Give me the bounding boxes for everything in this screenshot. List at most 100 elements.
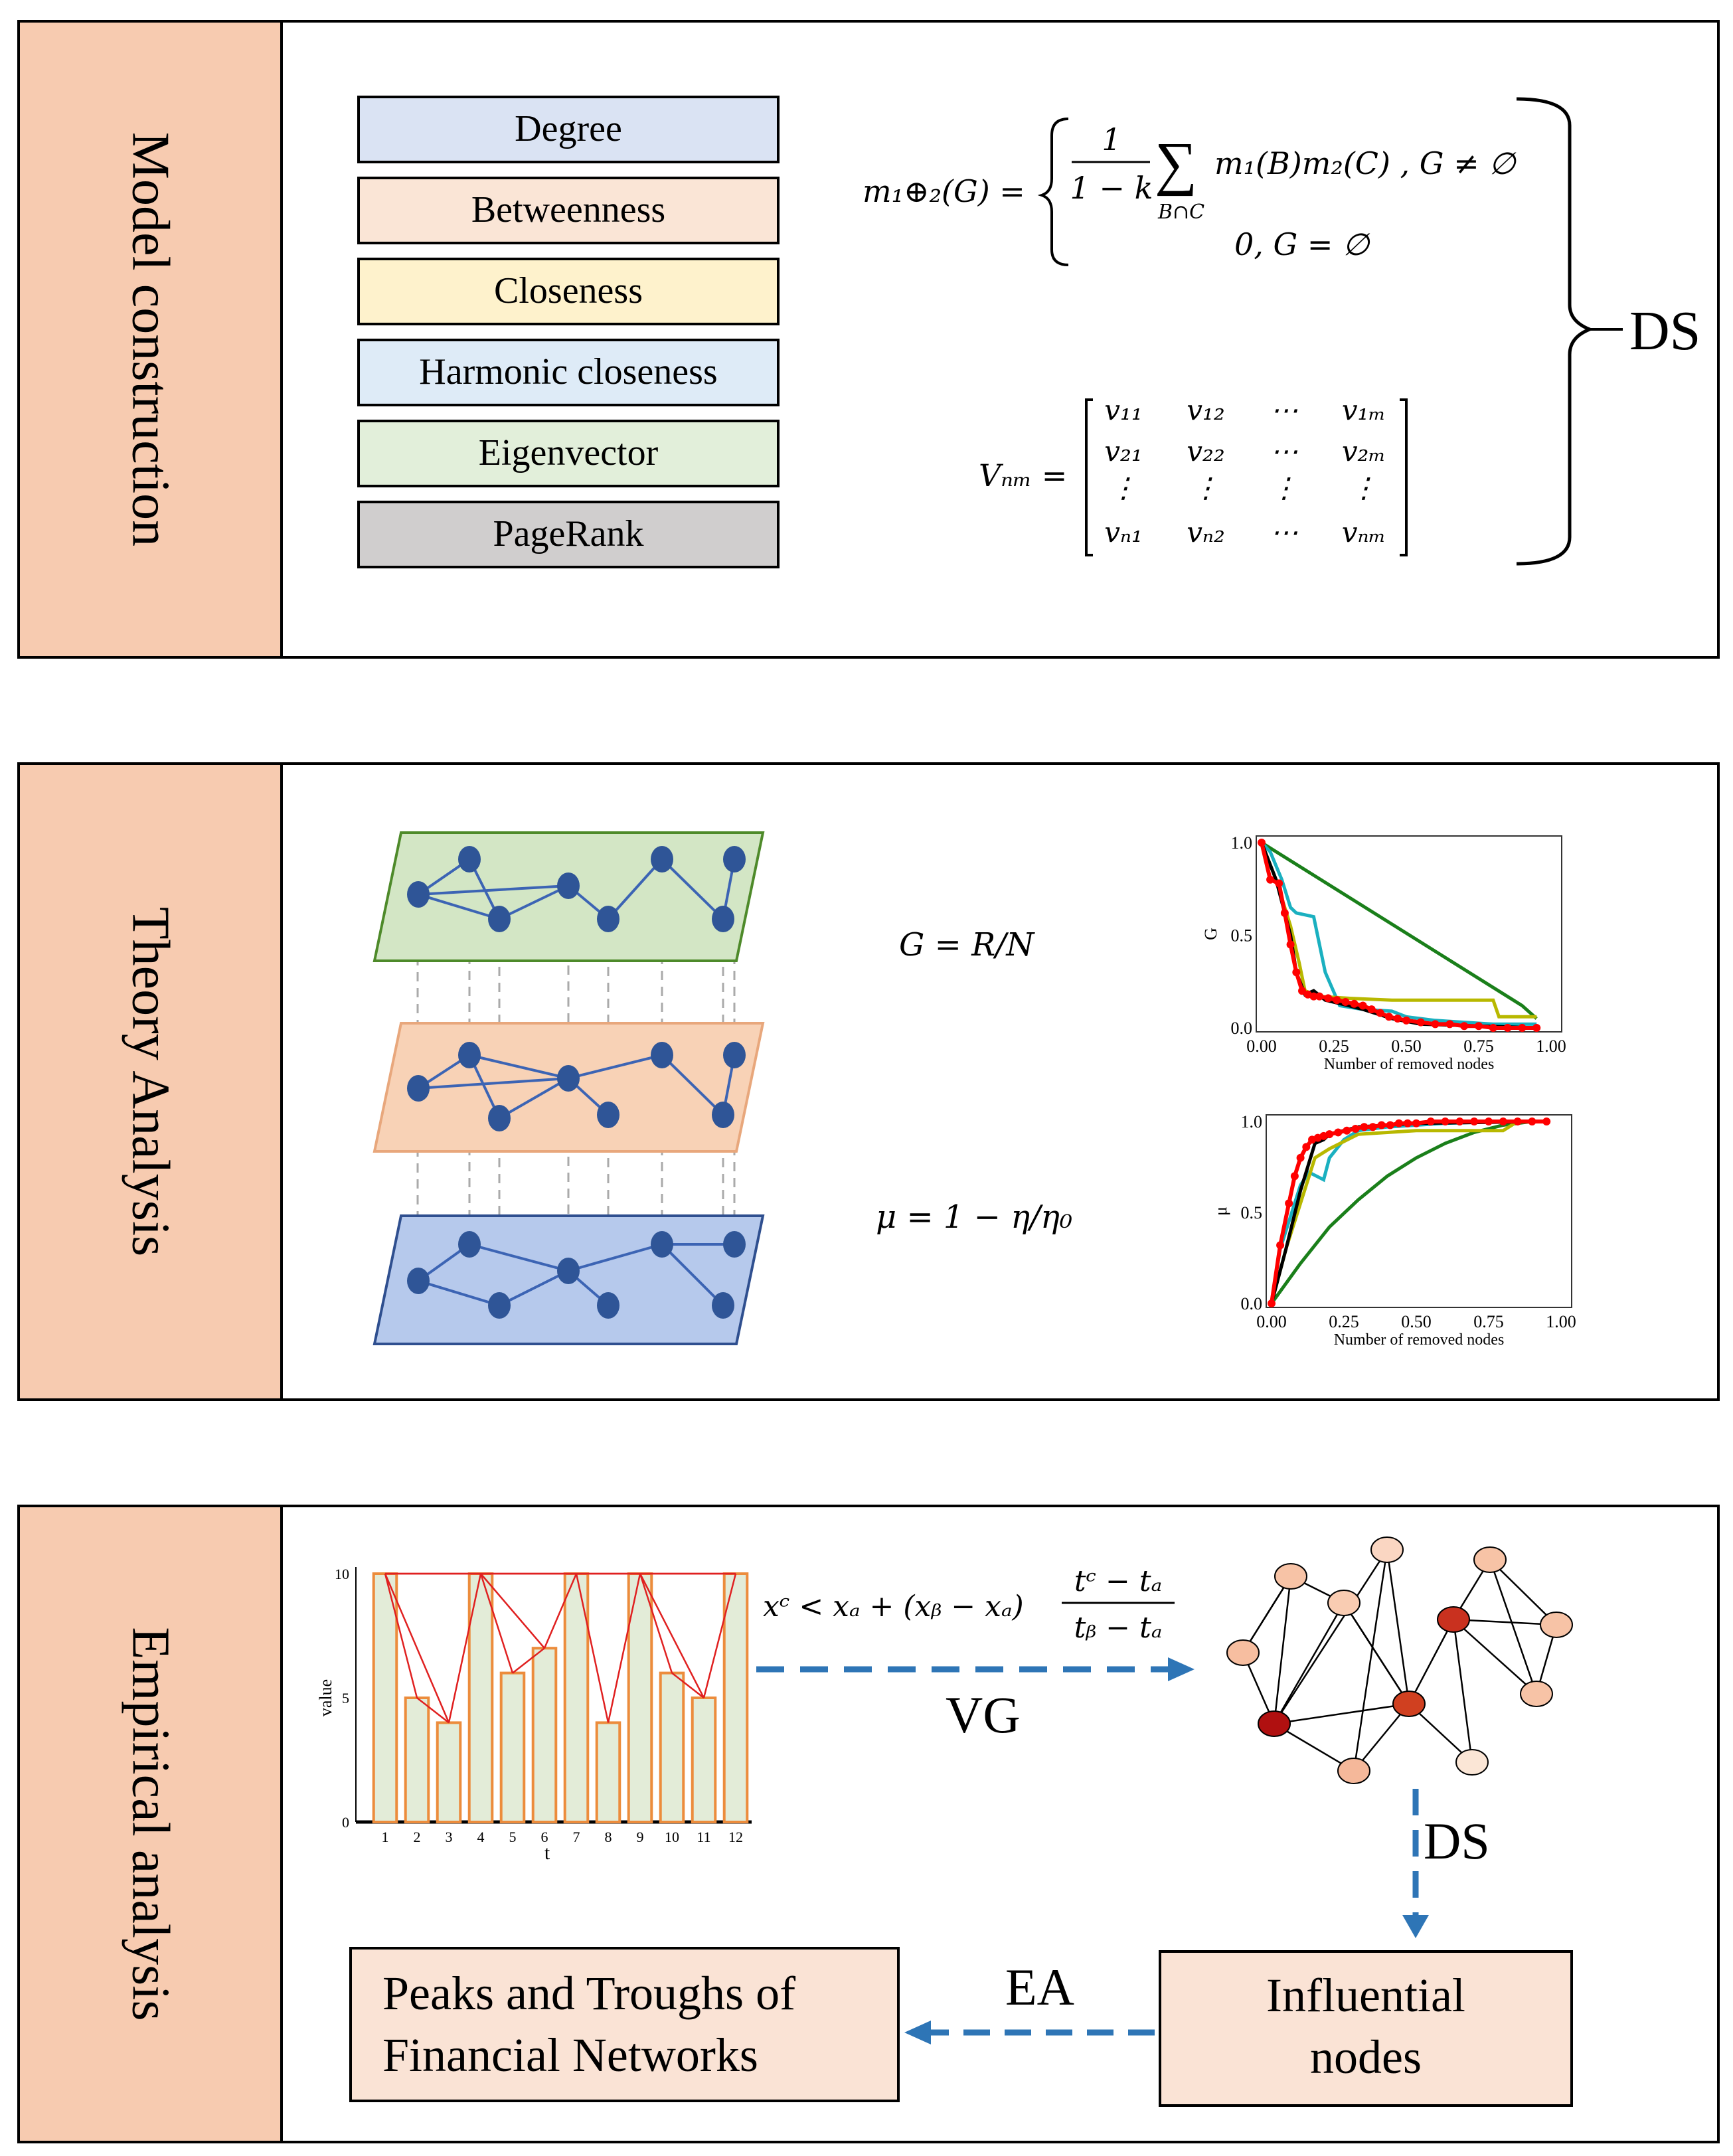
vg-x-tick-label: 6: [541, 1829, 548, 1845]
vg-x-tick-label: 12: [728, 1829, 743, 1845]
vg-visibility-edge: [384, 1573, 418, 1699]
network-edge: [1353, 1703, 1410, 1772]
chart-series-marker: [1341, 997, 1350, 1006]
layer-node: [651, 1231, 673, 1258]
vg-visibility-edge: [384, 1573, 450, 1723]
layer-node: [712, 906, 734, 932]
chart-series-marker: [1351, 1124, 1360, 1133]
vg-visibility-edge: [416, 1697, 450, 1724]
chart-series-marker: [1258, 839, 1266, 847]
vg-bar-5: [531, 1647, 558, 1823]
chart-x-tick-label: 0.00: [1246, 1037, 1277, 1056]
layer-edge: [418, 884, 569, 896]
vg-bar-3: [467, 1572, 494, 1823]
vg-x-tick-label: 5: [509, 1829, 517, 1845]
chart-series-marker: [1290, 1172, 1299, 1181]
chart-series-marker: [1528, 1118, 1536, 1125]
measure-label-4: Eigenvector: [479, 432, 659, 473]
chart-series-marker: [1513, 1118, 1522, 1125]
layer-edge: [661, 1054, 724, 1116]
vg-y-tick-label: 10: [335, 1566, 349, 1582]
matrix-cell: ⋮: [1350, 471, 1378, 504]
network-node: [1337, 1758, 1370, 1784]
chart-series-marker: [1503, 1024, 1512, 1032]
layer-edge: [568, 1243, 663, 1272]
multilayer-network-diagram: [372, 831, 765, 1345]
vg-bar-4: [499, 1671, 526, 1824]
chart-y-tick-label: 0.5: [1241, 1203, 1263, 1222]
chart-series-marker: [1394, 1119, 1403, 1127]
layer-node: [407, 1075, 430, 1102]
layer-node: [458, 846, 481, 872]
vg-bar-6: [563, 1572, 590, 1823]
vg-visibility-edge: [639, 1573, 673, 1673]
vg-visibility-edge: [480, 1573, 545, 1649]
layer-node: [651, 846, 673, 872]
formula-g: G = R/N: [899, 926, 1035, 963]
chart-series-marker: [1475, 1022, 1483, 1031]
layer-node: [458, 1231, 481, 1258]
chart-series-marker: [1276, 1241, 1285, 1250]
layer-edge: [499, 1270, 569, 1307]
vg-arrowhead: [1168, 1657, 1195, 1681]
vg-formula-lhs: xᶜ < xₐ + (xᵦ − xₐ): [763, 1590, 1024, 1623]
matrix-lhs: Vₙₘ =: [979, 457, 1067, 493]
vg-y-tick-label: 0: [342, 1814, 349, 1831]
network-edge: [1273, 1576, 1292, 1724]
vg-x-tick-label: 10: [665, 1829, 679, 1845]
layer-node: [557, 1258, 580, 1284]
vg-x-tick-label: 9: [637, 1829, 644, 1845]
chart-x-tick-label: 0.25: [1329, 1312, 1359, 1331]
network-node: [1370, 1536, 1404, 1563]
measure-label-3: Harmonic closeness: [419, 351, 717, 392]
vg-frac-denominator: tᵦ − tₐ: [1074, 1611, 1163, 1645]
chart-y-tick-label: 1.0: [1231, 833, 1253, 853]
ds-label: DS: [1629, 300, 1700, 362]
network-edge: [1343, 1602, 1410, 1704]
chart-series-marker: [1367, 1005, 1376, 1014]
layer-node: [597, 906, 619, 932]
vg-visibility-edge: [639, 1573, 705, 1699]
vg-x-tick-label: 2: [414, 1829, 421, 1845]
matrix-cell: ⋮: [1270, 471, 1298, 504]
layer-node: [407, 881, 430, 908]
vg-x-tick-label: 4: [477, 1829, 485, 1845]
theory-analysis-section: Theory Analysis G = R/N μ = 1 − η/η₀ 0.0…: [17, 762, 1720, 1401]
matrix-cell: ⋮: [1192, 471, 1220, 504]
influential-label-line-1: Influential: [1266, 1969, 1465, 2022]
matrix-cell: v₂₂: [1187, 435, 1224, 467]
matrix-cell: v₁₁: [1104, 394, 1142, 426]
network-edge: [1274, 1702, 1410, 1725]
network-edge: [1452, 1619, 1473, 1763]
chart-y-tick-label: 1.0: [1241, 1112, 1263, 1131]
layer-node: [597, 1102, 619, 1128]
vg-visibility-edge: [671, 1672, 704, 1699]
layer-node: [712, 1292, 734, 1319]
layer-edge: [568, 1054, 663, 1080]
matrix-cell: vₙ₂: [1187, 516, 1225, 548]
formula-mu: μ = 1 − η/η₀: [876, 1199, 1072, 1236]
network-edge: [1453, 1618, 1557, 1626]
layer-edge: [418, 1077, 569, 1090]
vg-visibility-edge: [543, 1573, 578, 1649]
chart-y-axis-label: G: [1201, 928, 1220, 940]
chart-series-marker: [1350, 999, 1359, 1008]
chart-series-marker: [1296, 1153, 1305, 1162]
chart-x-tick-label: 0.50: [1391, 1037, 1422, 1056]
chart-series-marker: [1302, 1143, 1311, 1151]
chart-series-marker: [1470, 1118, 1479, 1125]
matrix-cell: ⋮: [1110, 471, 1137, 504]
layer-edge: [418, 893, 500, 920]
chart-series-marker: [1499, 1118, 1507, 1125]
network-node: [1540, 1612, 1573, 1638]
chart-series-marker: [1416, 1018, 1425, 1027]
layer-node: [407, 1268, 430, 1294]
network-edge: [1489, 1559, 1557, 1625]
network-edge: [1408, 1619, 1455, 1704]
network-node: [1437, 1606, 1470, 1633]
formula-sum-subscript: B∩C: [1157, 201, 1204, 224]
